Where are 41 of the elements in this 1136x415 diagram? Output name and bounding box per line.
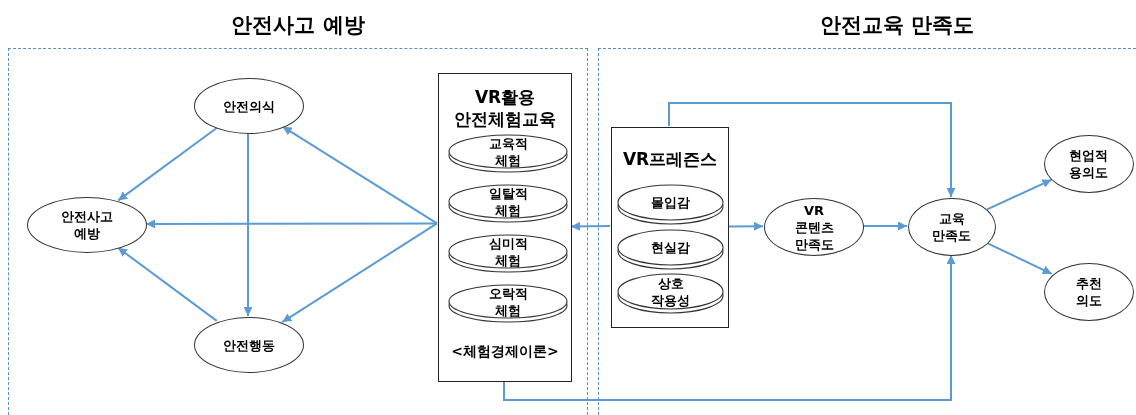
node-label: VR 콘텐츠 만족도 (793, 201, 835, 253)
disk-node (617, 272, 724, 314)
disk-node (448, 233, 568, 273)
ellipse-node (908, 198, 996, 256)
arrow (117, 246, 218, 322)
node-label: 일탈적 체험 (487, 184, 529, 219)
disk-node (448, 283, 568, 323)
arrow (570, 221, 611, 231)
node-label: 현업적 용의도 (1068, 147, 1110, 181)
disk-node (617, 183, 724, 225)
arrow (503, 254, 956, 401)
node-label: 현실감 (651, 239, 690, 256)
disk-node (617, 228, 724, 270)
arrow (668, 102, 956, 198)
node-label: 상호 작용성 (650, 274, 691, 309)
node-label: 심미적 체험 (487, 234, 529, 269)
arrow (985, 241, 1053, 275)
node-label: 안전행동 (223, 336, 275, 354)
node-label: 교육적 체험 (487, 134, 529, 169)
group-box (438, 73, 572, 382)
arrow (281, 125, 438, 225)
arrow (862, 221, 908, 231)
node-label: 몰입감 (651, 194, 690, 211)
node-label: 오락적 체험 (487, 284, 529, 319)
node-label: 추천 의도 (1075, 275, 1103, 309)
arrow (281, 222, 438, 324)
arrow (243, 132, 253, 317)
box-title: VR활용 안전체험교육 (453, 86, 557, 130)
panel-title: 안전사고 예방 (230, 12, 366, 39)
disk-node (448, 133, 568, 173)
arrow (727, 221, 764, 231)
node-label: 안전사고 예방 (60, 208, 114, 242)
panel-title: 안전교육 만족도 (818, 12, 976, 39)
arrow (117, 127, 218, 202)
disk-node (448, 183, 568, 223)
group-box (611, 127, 729, 328)
node-label: 안전의식 (223, 97, 275, 115)
box-title: VR프레즌스 (621, 148, 719, 170)
node-label: 교육 만족도 (931, 210, 973, 244)
theory-label: <체험경제이론> (450, 342, 560, 361)
arrow (145, 219, 438, 229)
